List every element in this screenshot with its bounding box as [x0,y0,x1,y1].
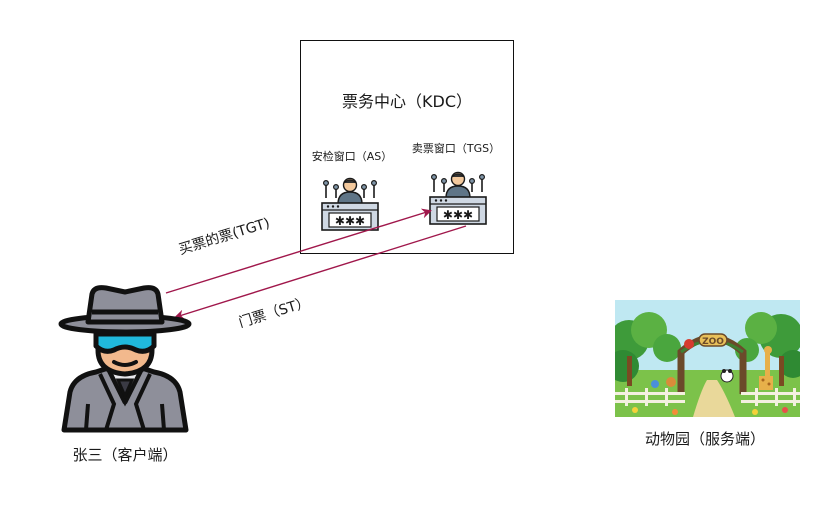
server-label: 动物园（服务端） [644,430,765,448]
tgt-arrow [165,208,432,294]
tgs-screen-text: ✱✱✱ [443,208,473,222]
kdc-box [300,40,514,254]
tgs-window-label: 卖票窗口（TGS） [411,142,501,155]
kdc-title: 票务中心（KDC） [342,92,472,111]
as-clerk-icon: ✱✱✱ [321,177,379,231]
zoo-picture: ZOO [615,300,800,417]
as-window-label: 安检窗口（AS） [311,150,393,163]
zoo-sign-text: ZOO [702,337,724,347]
tgs-clerk-icon: ✱✱✱ [429,171,487,225]
st-arrow [174,225,467,320]
as-screen-text: ✱✱✱ [335,214,365,228]
client-spy-icon [58,285,192,433]
client-label: 张三（客户端） [72,446,178,464]
